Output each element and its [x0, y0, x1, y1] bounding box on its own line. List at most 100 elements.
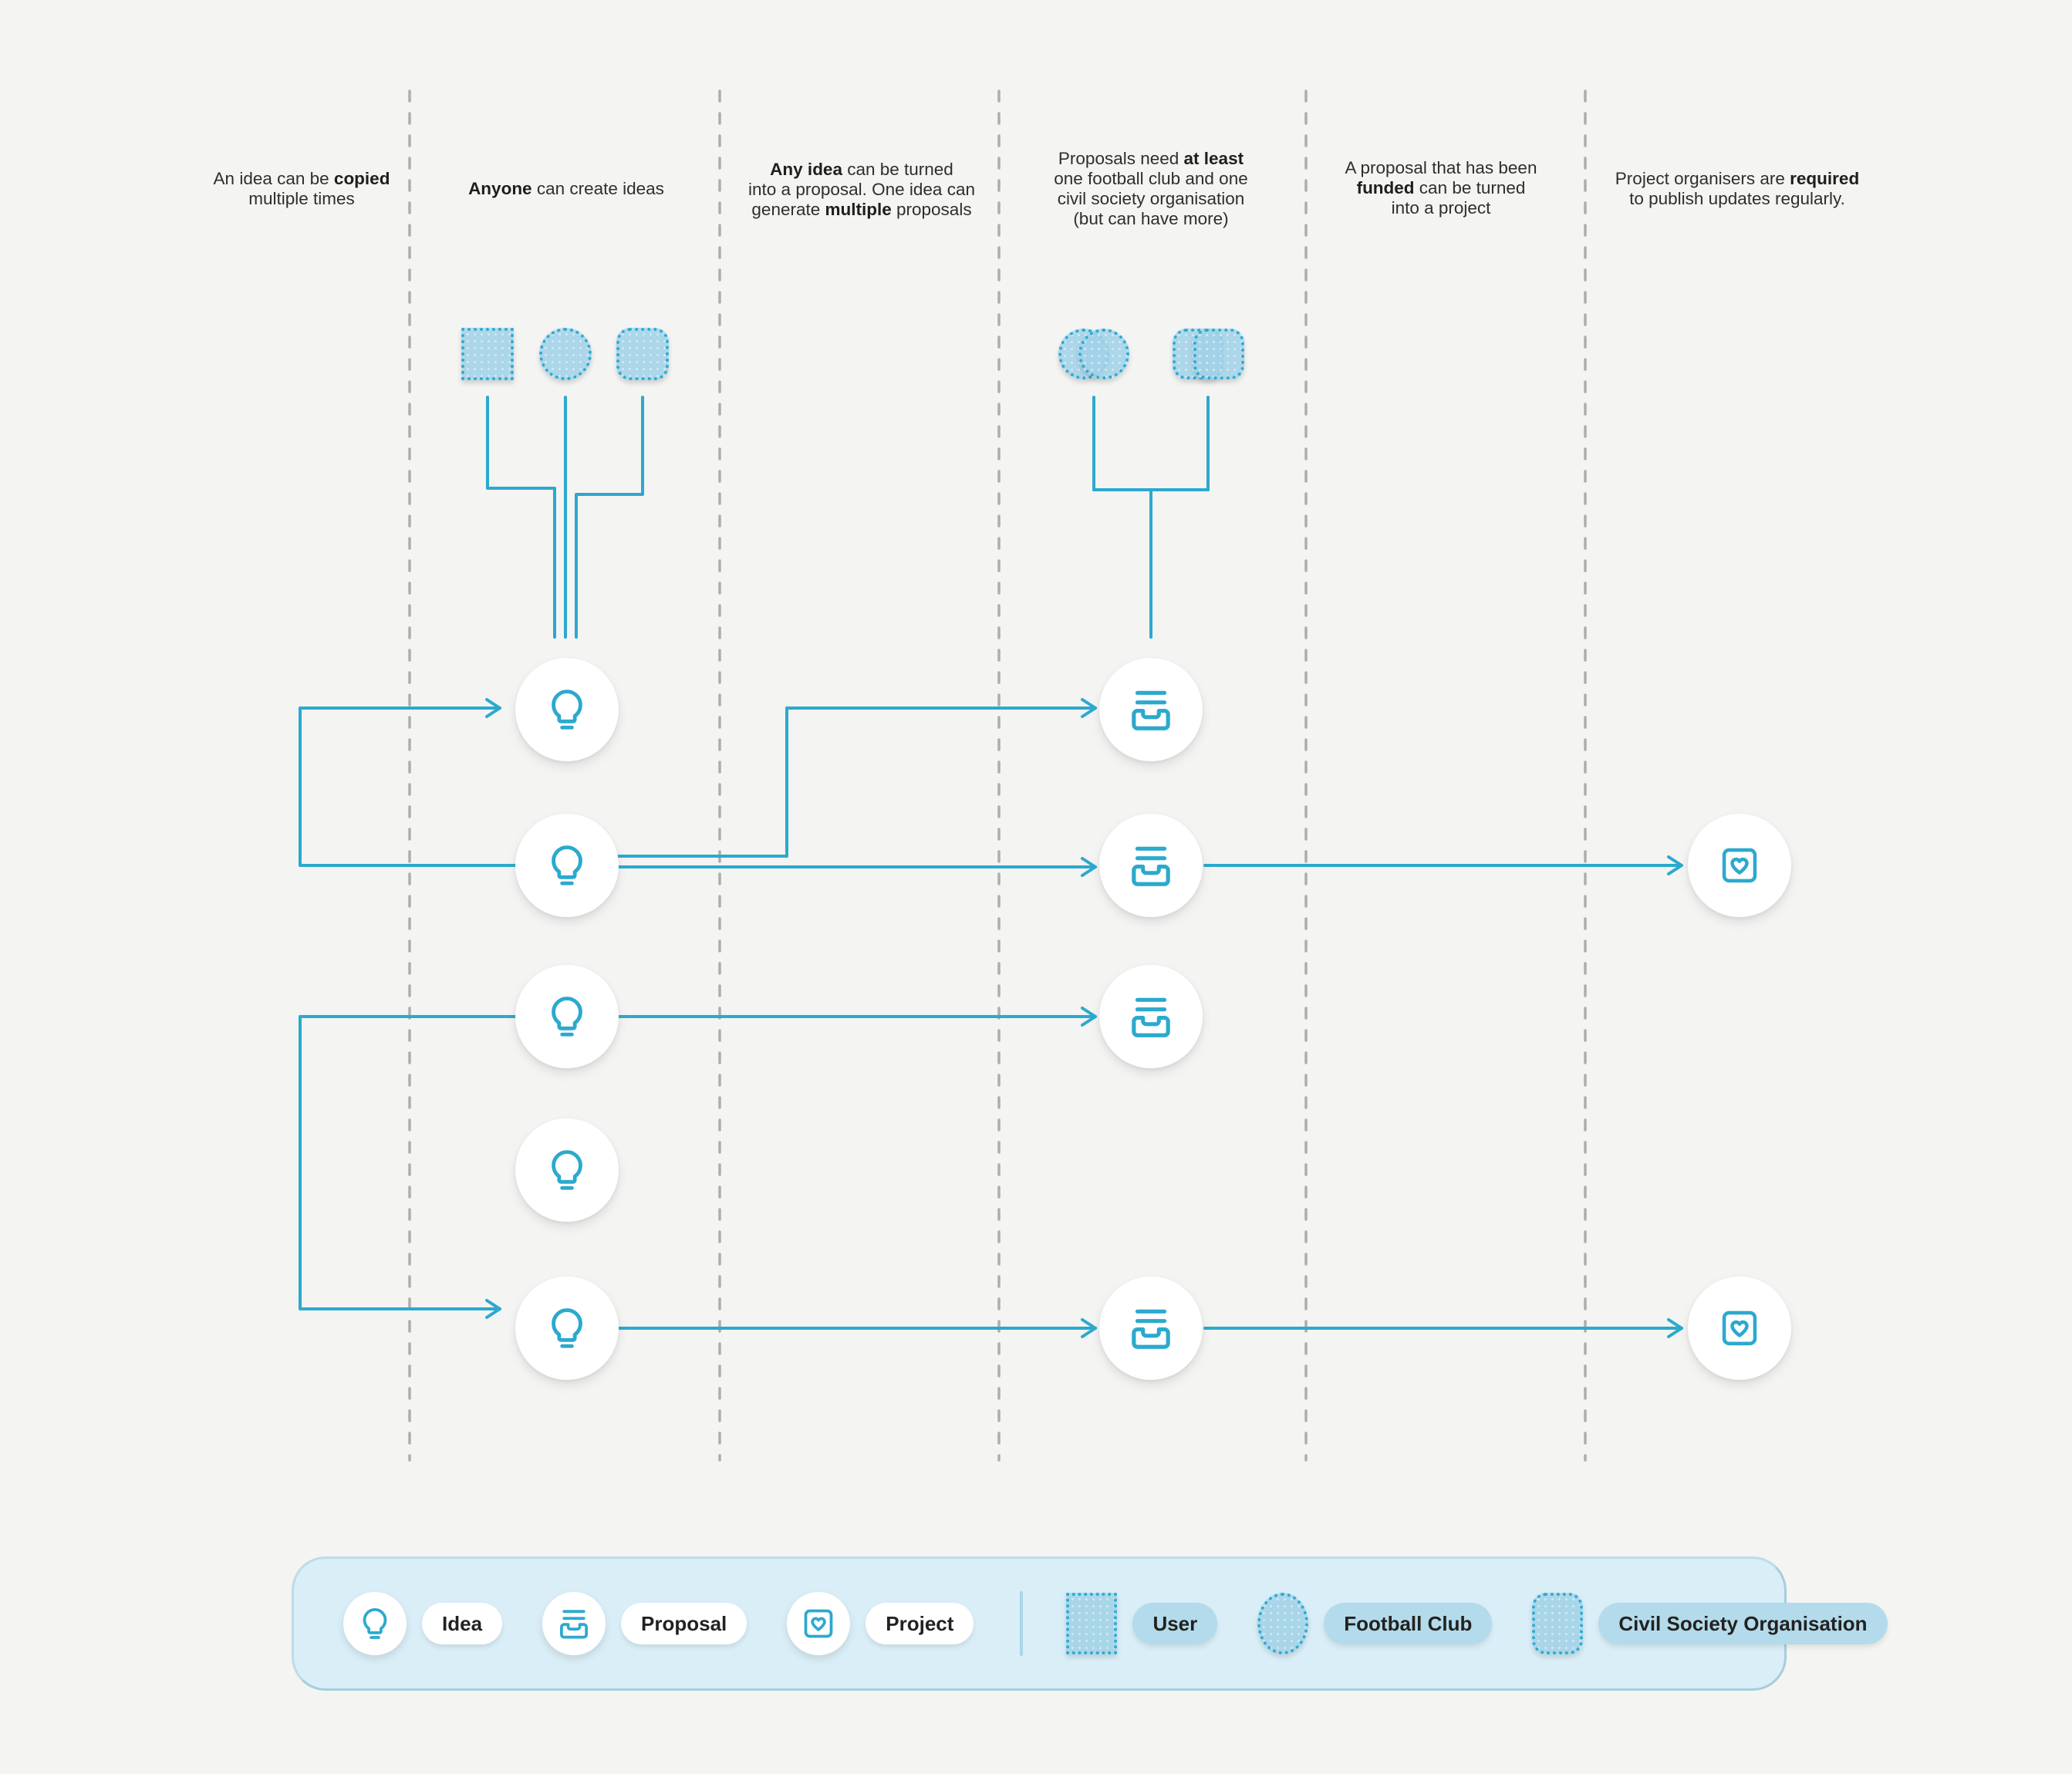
civil-society-organisation-shape — [616, 328, 669, 380]
user-shape — [1066, 1593, 1118, 1654]
project-node-row5 — [1688, 1277, 1791, 1380]
header-line: funded can be turned — [1345, 178, 1537, 198]
header-text-segment: proposals — [891, 200, 972, 219]
legend-item-football-club: Football Club — [1257, 1593, 1493, 1654]
proposal-node-row2 — [1099, 814, 1203, 917]
football-club-shape — [1257, 1593, 1309, 1654]
header-line: Project organisers are required — [1615, 169, 1859, 189]
legend-label: Project — [866, 1603, 974, 1644]
idea-node-1 — [515, 658, 619, 761]
header-line: Any idea can be turned — [748, 160, 975, 180]
header-text-segment: can be turned — [842, 160, 953, 179]
user-shape — [461, 328, 514, 380]
football-club-shape — [1078, 329, 1129, 379]
header-text-segment: generate — [751, 200, 825, 219]
heart-square-icon — [804, 1609, 833, 1638]
header-text-segment: can create ideas — [531, 179, 664, 198]
idea-2-to-proposal-row1-arrow — [617, 707, 1097, 858]
legend-item-user: User — [1066, 1593, 1218, 1654]
header-line: into a project — [1345, 198, 1537, 218]
civil-society-organisation-shape — [1532, 1593, 1584, 1654]
idea-node-5 — [515, 1277, 619, 1380]
header-text-segment: civil society organisation — [1057, 189, 1245, 208]
header-text-segment: copied — [333, 169, 390, 188]
lightbulb-icon — [552, 845, 582, 885]
football-club-shape — [539, 328, 592, 380]
legend-item-idea: Idea — [343, 1592, 503, 1655]
header-text-segment: multiple times — [248, 189, 355, 208]
header-line: Proposals need at least — [1054, 149, 1247, 169]
header-text-segment: Anyone — [468, 179, 532, 198]
header-line: (but can have more) — [1054, 209, 1247, 229]
header-text-segment: multiple — [825, 200, 892, 219]
idea-2-to-proposal-row2-arrow-head — [1081, 857, 1097, 877]
header-line: A proposal that has been — [1345, 158, 1537, 178]
header-text-segment: funded — [1356, 178, 1415, 197]
idea-node-2 — [515, 814, 619, 917]
header-text-segment: An idea can be — [213, 169, 334, 188]
copy-idea-3-to-idea-5-arrow — [299, 1015, 517, 1310]
copy-idea-2-to-idea-1-arrow — [299, 707, 517, 867]
civil-society-organisation-shape — [1193, 329, 1244, 379]
inbox-icon — [1132, 997, 1170, 1037]
legend-icon-circle — [343, 1592, 407, 1655]
legend-actor-group: User Football Club Civil Society Organis… — [1066, 1593, 1927, 1654]
lightbulb-icon — [552, 997, 582, 1037]
copy-idea-2-to-idea-1-arrow-head — [485, 698, 501, 718]
header-line: one football club and one — [1054, 169, 1247, 189]
legend-label: Football Club — [1324, 1603, 1493, 1644]
header-text-segment: to publish updates regularly. — [1629, 189, 1845, 208]
legend-label: User — [1132, 1603, 1218, 1644]
lightbulb-icon — [363, 1608, 387, 1639]
proposal-row5-to-project-row5-arrow-head — [1667, 1318, 1683, 1338]
legend-divider — [1020, 1591, 1024, 1656]
legend-label: Civil Society Organisation — [1598, 1603, 1888, 1644]
copy-idea-3-to-idea-5-arrow-head — [485, 1299, 501, 1319]
legend-item-proposal: Proposal — [542, 1592, 747, 1655]
legend-panel: Idea Proposal Project User Football Club… — [292, 1556, 1888, 1691]
header-line: civil society organisation — [1054, 189, 1247, 209]
header-text-segment: at least — [1183, 149, 1244, 168]
cso-to-idea-1-line — [575, 396, 644, 639]
proposal-node-row3 — [1099, 965, 1203, 1068]
legend-label: Idea — [422, 1603, 503, 1644]
idea-5-to-proposal-row5-arrow-head — [1081, 1318, 1097, 1338]
user-to-idea-1-line — [486, 396, 556, 639]
heart-square-icon — [1722, 848, 1757, 883]
heart-square-icon — [1722, 1310, 1757, 1346]
header-text-segment: (but can have more) — [1073, 209, 1229, 228]
column-header-2: Anyone can create ideas — [468, 179, 664, 199]
proposal-node-row5 — [1099, 1277, 1203, 1380]
header-text-segment: one football club and one — [1054, 169, 1248, 188]
header-text-segment: Any idea — [770, 160, 842, 179]
idea-2-to-proposal-row1-arrow-head — [1081, 698, 1097, 718]
inbox-icon — [1132, 846, 1170, 886]
inbox-icon — [560, 1610, 589, 1639]
header-line: Anyone can create ideas — [468, 179, 664, 199]
idea-node-3 — [515, 965, 619, 1068]
lightbulb-icon — [552, 1150, 582, 1190]
header-text-segment: Proposals need — [1058, 149, 1184, 168]
header-text-segment: into a proposal. One idea can — [748, 180, 975, 199]
header-text-segment: A proposal that has been — [1345, 158, 1537, 177]
idea-3-to-proposal-row3-arrow-head — [1081, 1007, 1097, 1027]
header-line: into a proposal. One idea can — [748, 180, 975, 200]
legend-item-project: Project — [787, 1592, 974, 1655]
header-line: multiple times — [214, 189, 390, 209]
header-line: An idea can be copied — [214, 169, 390, 189]
header-line: to publish updates regularly. — [1615, 189, 1859, 209]
inbox-icon — [1132, 1309, 1170, 1349]
lightbulb-icon — [552, 690, 582, 730]
lightbulb-icon — [552, 1308, 582, 1348]
header-text-segment: into a project — [1391, 198, 1491, 218]
header-text-segment: required — [1790, 169, 1860, 188]
header-text-segment: Project organisers are — [1615, 169, 1790, 188]
header-line: generate multiple proposals — [748, 200, 975, 220]
legend-icon-circle — [787, 1592, 851, 1655]
